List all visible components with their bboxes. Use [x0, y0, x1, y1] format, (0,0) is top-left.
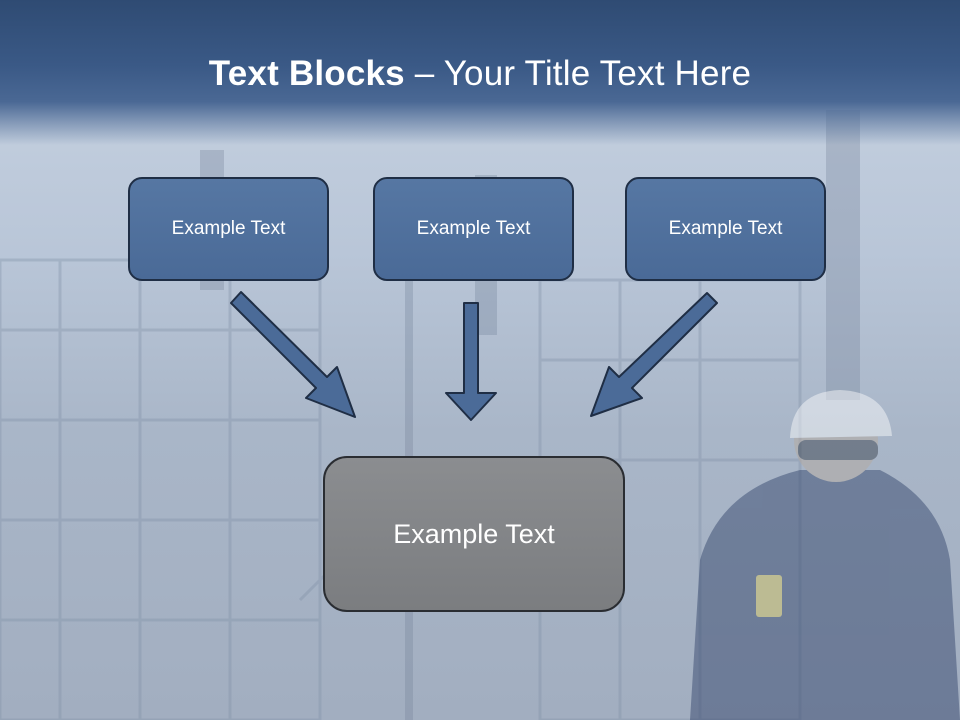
title-rest-part: – Your Title Text Here: [404, 54, 752, 93]
arrow-left: [230, 291, 356, 418]
arrow-center: [445, 302, 497, 421]
target-block-label: Example Text: [393, 518, 555, 549]
text-block-1-label: Example Text: [171, 218, 286, 239]
text-block-1: Example Text: [128, 177, 329, 281]
text-block-2: Example Text: [373, 177, 574, 281]
title-bar: [0, 0, 960, 145]
text-block-3: Example Text: [625, 177, 826, 281]
title-bold-part: Text Blocks: [208, 54, 405, 93]
slide-title: Text Blocks – Your Title Text Here: [0, 54, 960, 94]
target-block: Example Text: [323, 456, 625, 612]
text-block-2-label: Example Text: [416, 218, 531, 239]
text-block-3-label: Example Text: [668, 218, 783, 239]
arrow-right: [590, 292, 718, 417]
